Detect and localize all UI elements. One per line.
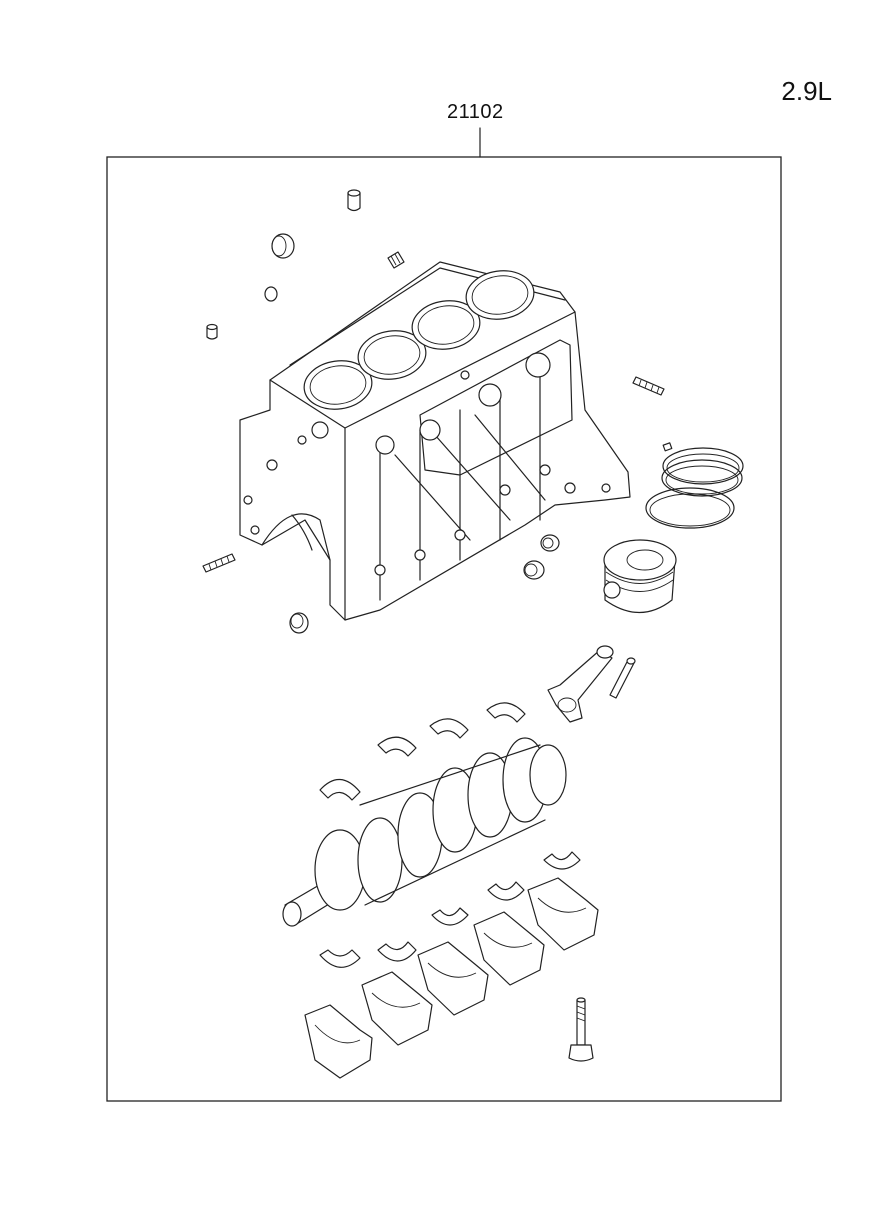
crankshaft[interactable]	[282, 737, 567, 927]
assembly-frame	[106, 156, 782, 1102]
stud-bolt-left[interactable]	[202, 553, 236, 573]
expansion-plug-large[interactable]	[271, 233, 295, 259]
dowel-pin-left[interactable]	[206, 323, 218, 340]
expansion-plug-small[interactable]	[264, 286, 278, 302]
main-bearing-caps[interactable]	[304, 877, 599, 1079]
connecting-rod[interactable]	[547, 645, 614, 723]
camshaft-bushing-2[interactable]	[523, 560, 545, 580]
connecting-rod-bolt[interactable]	[609, 657, 636, 699]
main-bearing-cap-bolt[interactable]	[568, 997, 594, 1062]
part-number-label[interactable]: 21102	[447, 101, 504, 123]
core-plug-bottom[interactable]	[289, 612, 309, 634]
piston[interactable]	[603, 539, 677, 613]
engine-displacement-label: 2.9L	[781, 76, 832, 106]
drain-bolt[interactable]	[387, 251, 405, 269]
main-bearing-lower[interactable]	[319, 851, 581, 968]
main-bearing-upper[interactable]	[319, 702, 526, 801]
camshaft-bushing-1[interactable]	[540, 534, 560, 552]
cylinder-block[interactable]	[239, 261, 631, 621]
stud-bolt-right[interactable]	[632, 376, 665, 396]
core-plug-top[interactable]	[347, 189, 361, 212]
piston-ring-set[interactable]	[645, 442, 744, 529]
cylinder-bores	[303, 270, 535, 410]
